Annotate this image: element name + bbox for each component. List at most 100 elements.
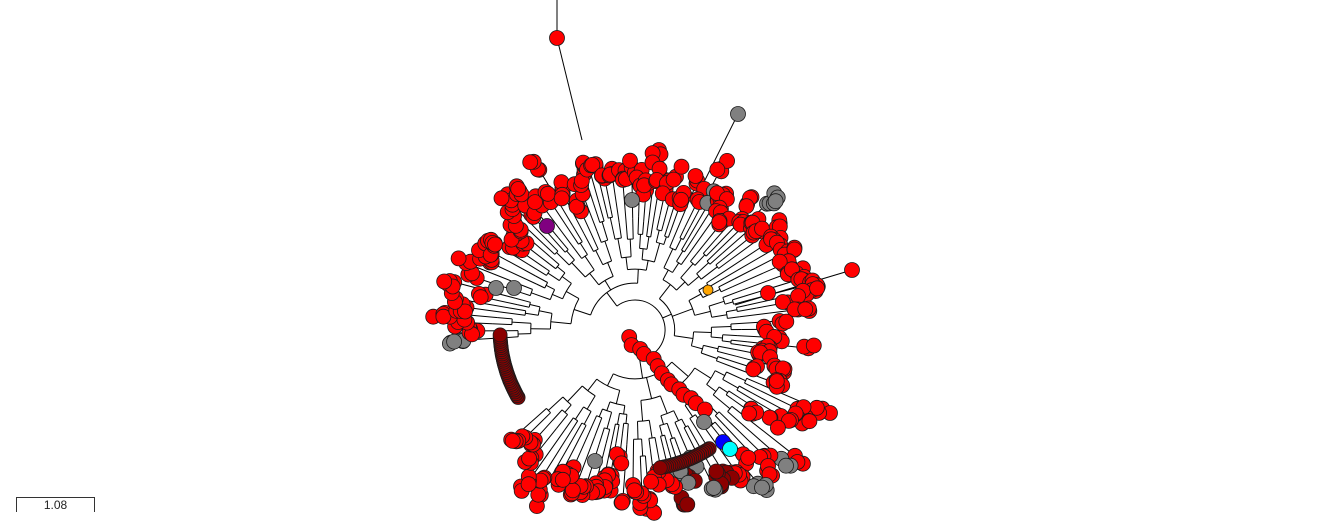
tree-leaf (539, 218, 555, 234)
tree-leaf (673, 158, 690, 175)
tree-branch (711, 336, 723, 339)
tree-branch (556, 252, 570, 266)
tree-arc (528, 302, 531, 308)
tree-branch (672, 262, 680, 273)
tree-branch (703, 344, 719, 350)
tree-branch (662, 313, 672, 319)
tree-branch (618, 222, 622, 239)
tree-leaf (614, 494, 630, 511)
tree-branch (617, 413, 620, 425)
tree-branch (578, 425, 587, 439)
tree-branch (558, 237, 569, 250)
tree-branch (598, 427, 605, 445)
tree-branch (722, 334, 738, 337)
tree-branch (659, 425, 663, 436)
tree-branch (720, 286, 733, 293)
tree-branch (546, 239, 559, 252)
tree-leaf (506, 280, 522, 296)
tree-leaf (522, 154, 539, 171)
tree-arc (648, 437, 656, 439)
tree-arc (642, 259, 655, 263)
tree-branch (710, 424, 718, 434)
tree-branch (547, 272, 560, 282)
tree-branch (625, 257, 628, 270)
tree-leaf (801, 413, 818, 430)
tree-branch (727, 316, 740, 319)
tree-arc (561, 409, 568, 415)
tree-branch (604, 240, 613, 262)
tree-leaf (626, 482, 643, 499)
tree-branch (722, 289, 743, 298)
tree-branch (586, 395, 596, 410)
tree-branch (596, 231, 602, 243)
tree-branch (671, 361, 689, 377)
tree-arc (578, 241, 583, 245)
tree-branch (701, 352, 718, 360)
tree-branch (606, 412, 613, 429)
tree-branch (655, 230, 660, 243)
tree-leaf (587, 453, 603, 469)
tree-leaf (450, 250, 467, 267)
tree-branch (656, 215, 661, 230)
tree-branch (718, 345, 735, 350)
tree-arc (706, 370, 716, 385)
tree-leaf (754, 479, 770, 496)
tree-branch (626, 423, 629, 445)
tree-leaf (624, 192, 640, 208)
tree-leaf (745, 361, 762, 378)
tree-branch (717, 350, 737, 357)
tree-branch (672, 308, 693, 317)
tree-branch (674, 437, 679, 447)
tree-branch (584, 255, 595, 271)
tree-branch (644, 455, 648, 471)
tree-leaf (568, 198, 585, 215)
tree-arc (744, 378, 748, 384)
tree-leaf (553, 190, 570, 207)
tree-branch (556, 266, 566, 274)
tree-branch (659, 284, 671, 300)
tree-branch (569, 420, 579, 433)
tree-leaf (778, 313, 795, 330)
tree-branch (637, 269, 639, 284)
tree-branch (504, 312, 526, 316)
tree-branch (663, 248, 674, 269)
tree-branch (583, 411, 592, 425)
tree-leaf (436, 273, 453, 290)
tree-branch (664, 223, 670, 237)
tree-branch (646, 377, 653, 399)
tree-branch (583, 233, 594, 252)
tree-branch (552, 293, 563, 300)
tree-branch (659, 395, 668, 414)
tree-branch (744, 382, 761, 392)
tree-branch (609, 217, 616, 240)
tree-branch (637, 216, 640, 235)
tree-branch (666, 423, 673, 439)
tree-branch (593, 203, 601, 223)
tree-branch (681, 239, 688, 251)
tree-branch (646, 236, 650, 250)
tree-branch (736, 304, 748, 308)
tree-leaf (613, 455, 630, 472)
tree-arc (637, 419, 650, 422)
tree-branch (718, 278, 735, 288)
tree-branch (684, 405, 694, 417)
tree-branch (694, 310, 711, 316)
tree-leaf (722, 441, 738, 457)
tree-branch (738, 385, 753, 394)
tree-branch (623, 405, 626, 415)
tree-arc (722, 297, 726, 305)
tree-branch (728, 390, 742, 400)
tree-branch (615, 390, 621, 405)
tree-branch (705, 244, 718, 257)
tree-leaf (680, 474, 697, 491)
tree-branch (617, 238, 622, 258)
tree-arc (584, 269, 595, 278)
tree-branch (610, 423, 616, 446)
tree-branch (653, 243, 661, 263)
tree-arc (690, 261, 696, 266)
tree-branch (716, 360, 732, 368)
tree-branch (603, 198, 609, 219)
tree-branch (639, 234, 641, 249)
tree-branch (708, 300, 725, 307)
tree-leaf (741, 405, 757, 422)
